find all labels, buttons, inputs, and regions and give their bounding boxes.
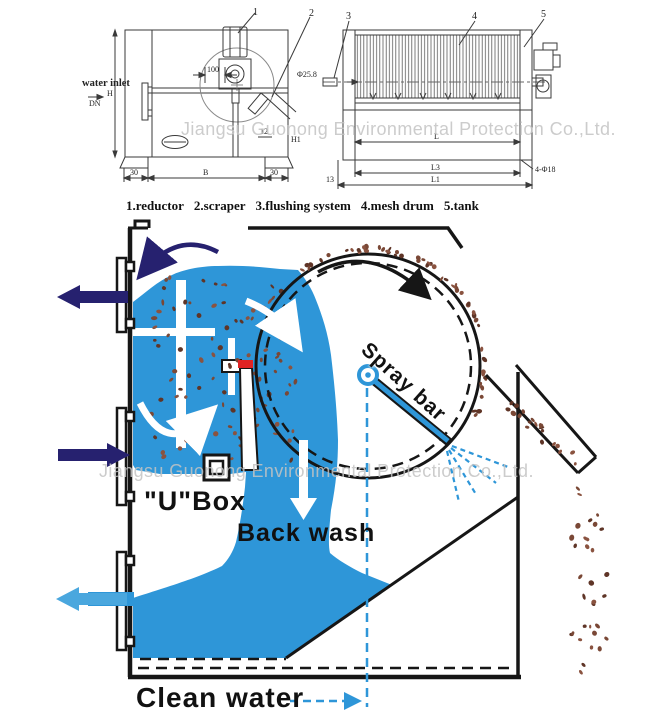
spray-bar bbox=[357, 364, 509, 503]
legend-item: 1.reductor bbox=[126, 198, 184, 213]
dim-l: L bbox=[434, 132, 439, 141]
scraper-chute bbox=[247, 92, 297, 120]
leader-2 bbox=[271, 16, 311, 98]
legend-item: 3.flushing system bbox=[255, 198, 351, 213]
spray-jets bbox=[445, 444, 509, 503]
dim-13: 13 bbox=[326, 175, 334, 184]
inflow-white-arrow bbox=[244, 297, 303, 353]
leader-4 bbox=[458, 20, 476, 46]
fall-particles bbox=[569, 486, 610, 675]
clean-outflow-arrow bbox=[56, 587, 127, 611]
overflow-curved-arrow bbox=[136, 236, 220, 281]
outflow-arrow-top bbox=[57, 285, 128, 309]
ubox-circulation-arrow bbox=[136, 401, 219, 457]
drum-rotation-arrow bbox=[317, 259, 432, 301]
legend-item: 5.tank bbox=[443, 198, 479, 213]
clean-water-arrow bbox=[290, 692, 362, 710]
tank-foot-left bbox=[119, 156, 149, 169]
part-1-label: 1 bbox=[253, 7, 258, 18]
schematic-diagram bbox=[56, 219, 610, 710]
dim-l1: L1 bbox=[431, 175, 440, 184]
watermark-bottom: Jiangsu Guonong Environmental Protection… bbox=[99, 461, 534, 481]
tank-outline bbox=[342, 29, 533, 161]
water-body bbox=[133, 265, 392, 658]
part-2-label: 2 bbox=[309, 8, 314, 19]
dim-l3: L3 bbox=[431, 163, 440, 172]
ubox-outlet-icon-inner bbox=[208, 459, 225, 476]
top-cover bbox=[248, 226, 464, 250]
ubox-shelf bbox=[133, 328, 215, 336]
dim-holes-label: 4-Φ18 bbox=[535, 165, 556, 174]
dim-shaft-label: Φ25.8 bbox=[297, 70, 317, 79]
front-view-drawing: 3 4 5 Φ25.8 L L3 L1 13 4-Φ18 bbox=[297, 9, 561, 189]
dim-12: 12 bbox=[260, 127, 268, 136]
backwash-down-arrow bbox=[290, 440, 317, 520]
dim-h: H bbox=[107, 89, 113, 98]
dim-b: B bbox=[203, 168, 208, 177]
inclined-plate bbox=[285, 495, 519, 660]
drum-mesh-dashed-circle bbox=[263, 261, 473, 471]
drive-motor bbox=[533, 42, 561, 99]
legend-item: 4.mesh drum bbox=[360, 198, 434, 213]
water-inlet-label: water inlet bbox=[82, 78, 130, 89]
drum-ticks bbox=[369, 92, 502, 101]
dim-30-right: 30 bbox=[270, 168, 278, 177]
u-box-label: "U"Box bbox=[144, 486, 247, 516]
clean-water-label: Clean water bbox=[136, 682, 305, 713]
part-5-label: 5 bbox=[541, 9, 546, 20]
wall-top-step bbox=[128, 219, 151, 230]
dim-h1: H1 bbox=[291, 135, 301, 144]
leader-1 bbox=[237, 12, 256, 34]
discharge-chute bbox=[484, 364, 598, 475]
inlet-flange bbox=[141, 82, 149, 121]
mesh-drum bbox=[354, 34, 521, 99]
drum-end-circle bbox=[199, 47, 275, 123]
scraper-tip bbox=[238, 360, 253, 368]
part-4-label: 4 bbox=[472, 11, 477, 22]
inlet-size-label: DN bbox=[89, 99, 101, 108]
tank-foot-right bbox=[264, 156, 294, 169]
side-view-drawing: 1 2 water inlet DN 100 H 30 B 30 12 H1 bbox=[82, 7, 314, 182]
watermark-top: Jiangsu Guonong Environmental Protection… bbox=[181, 119, 616, 139]
parts-legend: 1.reductor 2.scraper 3.flushing system 4… bbox=[126, 198, 479, 214]
handle-oval bbox=[161, 135, 189, 149]
shaft-left bbox=[322, 77, 338, 87]
rim-particles bbox=[262, 243, 489, 417]
legend-item: 2.scraper bbox=[193, 198, 246, 213]
leader-3 bbox=[333, 20, 350, 79]
back-wash-label: Back wash bbox=[237, 519, 376, 547]
leader-5 bbox=[523, 18, 545, 48]
chute-particles bbox=[505, 400, 577, 466]
ubox-plate bbox=[176, 280, 186, 448]
part-3-label: 3 bbox=[346, 11, 351, 22]
dim-30-left: 30 bbox=[130, 168, 138, 177]
dim-100: 100 bbox=[207, 65, 219, 74]
inflow-arrow-middle bbox=[58, 443, 130, 467]
